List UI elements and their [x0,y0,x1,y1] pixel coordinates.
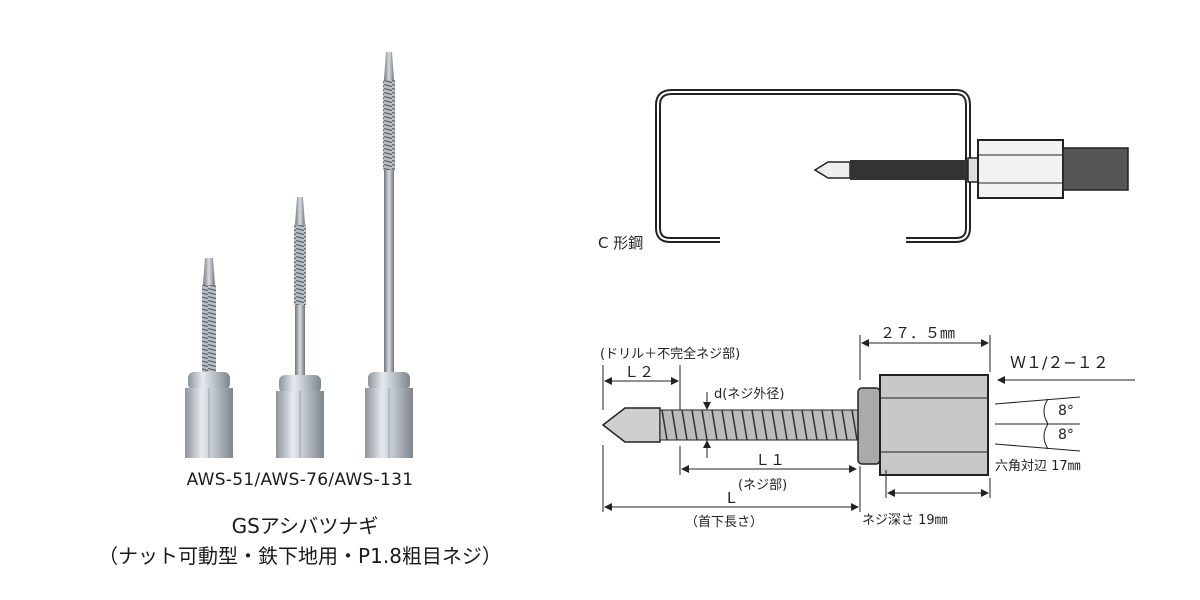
l1-label: Ｌ１ [755,451,785,469]
l2-label: Ｌ２ [624,363,654,381]
screw-aws-51 [185,258,233,458]
d-label: d(ネジ外径) [714,387,784,402]
product-illustration [185,52,413,458]
screw-installed [813,139,1129,199]
screw-drawing [601,374,989,476]
dimension-diagram: ２７．５㎜ Ｗ１/２−１２ (ドリル＋不完全ネジ部) Ｌ２ d(ネジ外径) 8°… [600,324,1135,530]
model-numbers: AWS-51/AWS-76/AWS-131 [186,470,414,490]
l1-sub-label: (ネジ部) [738,478,787,493]
screw-aws-131 [365,52,413,458]
drill-label: (ドリル＋不完全ネジ部) [600,346,740,362]
depth-label: ネジ深さ 19㎜ [862,513,948,528]
l-label: L [727,489,736,507]
hex-label: 六角対辺 17㎜ [995,459,1081,474]
product-name: GSアシバツナギ [231,514,379,538]
width-label: ２７．５㎜ [880,324,955,342]
steel-label: C 形鋼 [598,234,643,252]
angle-upper: 8° [1058,403,1074,419]
angle-lower: 8° [1058,427,1074,443]
product-subtitle: （ナット可動型・鉄下地用・P1.8粗目ネジ） [98,544,502,568]
screw-aws-76 [276,197,324,458]
l-sub-label: （首下長さ） [685,515,763,530]
installation-diagram: C 形鋼 [598,89,1129,252]
thread-spec-label: Ｗ１/２−１２ [1010,353,1109,372]
